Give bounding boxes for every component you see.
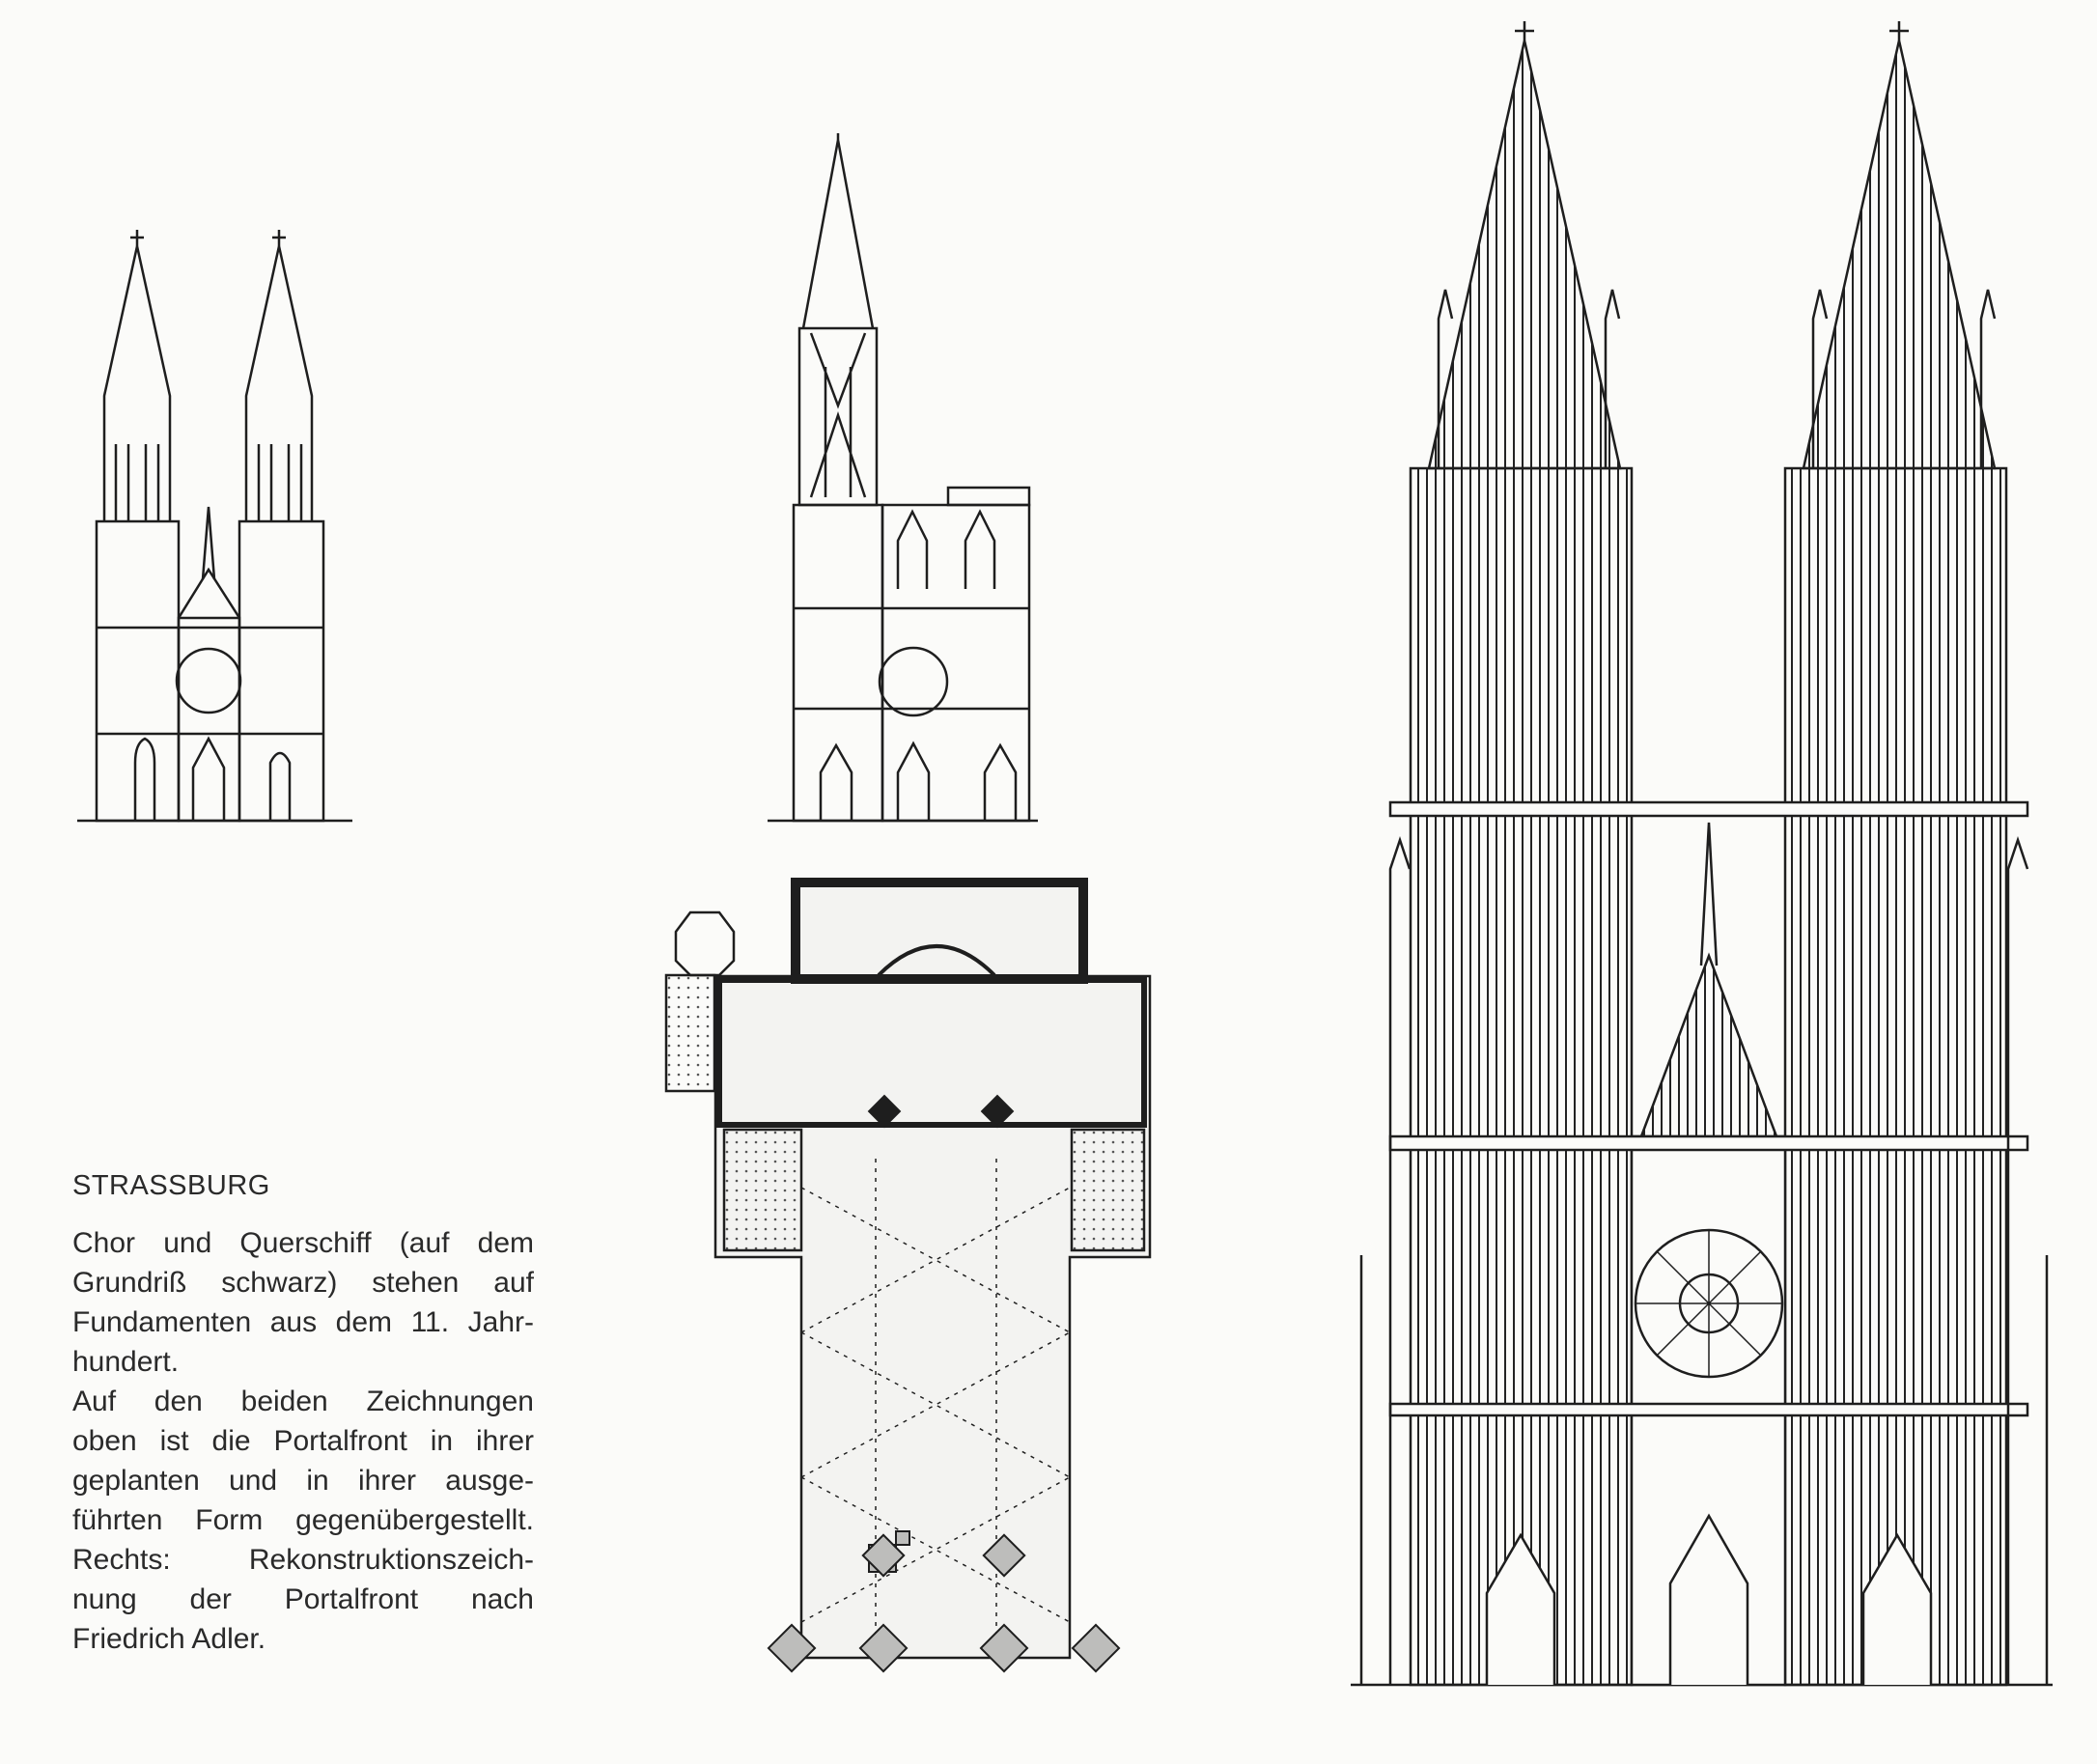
caption-line: oben ist die Portalfront in ihrer	[72, 1425, 534, 1457]
caption-title: STRASSBURG	[72, 1170, 270, 1201]
caption-line: nung der Portalfront nach	[72, 1583, 534, 1615]
caption-line: hundert.	[72, 1346, 180, 1378]
ground-plan	[664, 878, 1152, 1673]
caption-line: führten Form gegenübergestellt.	[72, 1504, 534, 1536]
caption-line: Chor und Querschiff (auf dem	[72, 1227, 534, 1259]
caption-line: Friedrich Adler.	[72, 1623, 266, 1655]
caption-line: Grundriß schwarz) stehen auf	[72, 1267, 534, 1299]
executed-front-elevation	[768, 133, 1038, 823]
reconstruction-facade	[1351, 21, 2053, 1687]
caption-line: Fundamenten aus dem 11. Jahr-	[72, 1306, 534, 1338]
planned-front-elevation	[77, 230, 352, 823]
caption: STRASSBURG Chor und Querschiff (auf dem …	[72, 1170, 534, 1659]
caption-line: geplanten und in ihrer ausge-	[72, 1465, 534, 1497]
caption-line: Auf den beiden Zeichnungen	[72, 1386, 534, 1417]
caption-line: Rechts: Rekonstruktionszeich-	[72, 1544, 534, 1576]
